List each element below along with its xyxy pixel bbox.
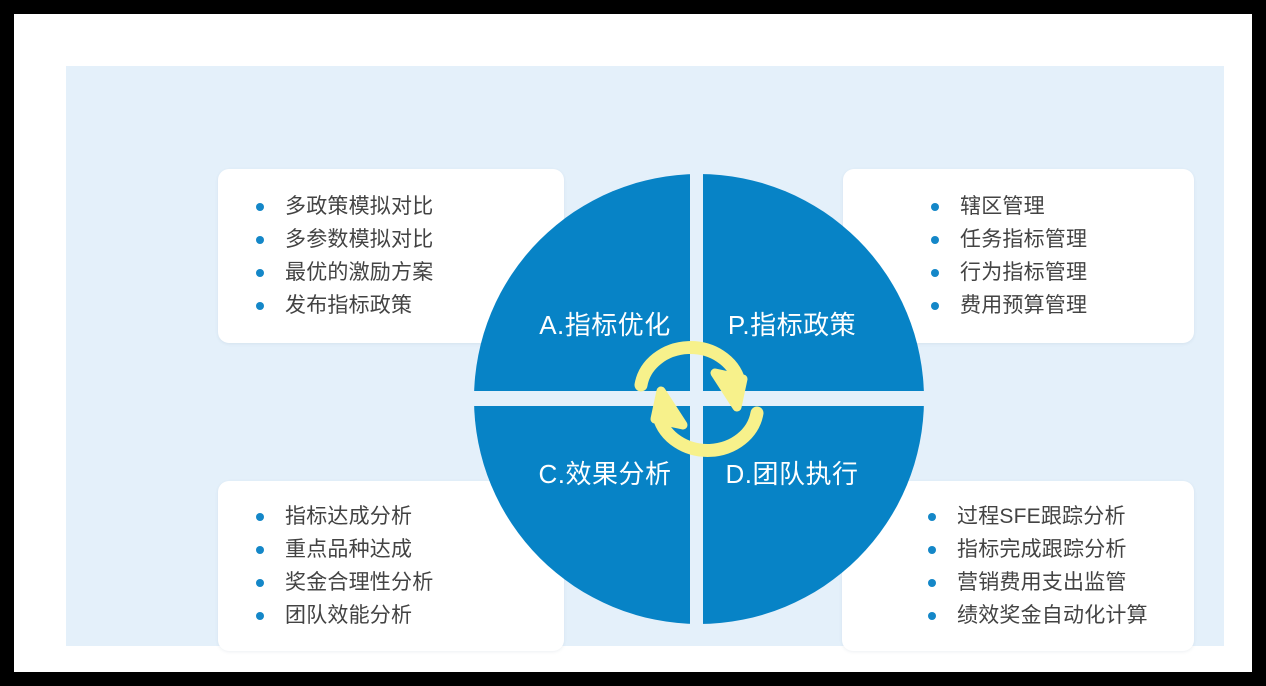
- list-item[interactable]: 辖区管理: [931, 190, 1194, 223]
- list-item[interactable]: 指标达成分析: [256, 500, 564, 533]
- wheel-horizontal-divider: [470, 391, 928, 406]
- list-item[interactable]: 过程SFE跟踪分析: [928, 500, 1194, 533]
- bullet-icon: [931, 235, 939, 244]
- bullet-icon: [256, 202, 264, 211]
- list-item-label: 奖金合理性分析: [285, 571, 434, 594]
- cycle-arrows-icon: [634, 341, 764, 457]
- list-item[interactable]: 费用预算管理: [931, 289, 1194, 322]
- list-item-label: 指标完成跟踪分析: [957, 538, 1127, 561]
- quadrant-label-p[interactable]: P.指标政策: [727, 310, 857, 340]
- list-item[interactable]: 绩效奖金自动化计算: [928, 599, 1194, 632]
- quadrant-label-a[interactable]: A.指标优化: [539, 310, 671, 340]
- bullet-icon: [928, 512, 936, 521]
- bottom-arrow-icon: [650, 386, 764, 457]
- list-item-label: 费用预算管理: [960, 294, 1088, 317]
- bullet-icon: [256, 268, 264, 277]
- list-item[interactable]: 任务指标管理: [931, 223, 1194, 256]
- bullet-icon: [256, 301, 264, 310]
- list-item[interactable]: 多参数模拟对比: [256, 223, 564, 256]
- quadrant-label-d[interactable]: D.团队执行: [725, 459, 859, 489]
- card-c-list: 指标达成分析 重点品种达成 奖金合理性分析 团队效能分析: [218, 500, 564, 632]
- bullet-icon: [256, 512, 264, 521]
- bullet-icon: [931, 202, 939, 211]
- bullet-icon: [928, 611, 936, 620]
- bullet-icon: [928, 545, 936, 554]
- list-item-label: 多政策模拟对比: [285, 195, 434, 218]
- bullet-icon: [256, 545, 264, 554]
- bullet-icon: [256, 578, 264, 587]
- list-item[interactable]: 团队效能分析: [256, 599, 564, 632]
- pdca-wheel: A.指标优化 P.指标政策 C.效果分析 D.团队执行: [470, 170, 928, 628]
- quadrant-label-c[interactable]: C.效果分析: [538, 459, 672, 489]
- bullet-icon: [928, 578, 936, 587]
- list-item-label: 营销费用支出监管: [957, 571, 1127, 594]
- list-item[interactable]: 营销费用支出监管: [928, 566, 1194, 599]
- bullet-icon: [256, 611, 264, 620]
- top-arrow-icon: [634, 341, 748, 412]
- list-item-label: 发布指标政策: [285, 294, 413, 317]
- list-item-label: 辖区管理: [960, 195, 1045, 218]
- list-item[interactable]: 多政策模拟对比: [256, 190, 564, 223]
- list-item[interactable]: 最优的激励方案: [256, 256, 564, 289]
- list-item[interactable]: 重点品种达成: [256, 533, 564, 566]
- list-item-label: 过程SFE跟踪分析: [957, 505, 1126, 528]
- list-item-label: 任务指标管理: [960, 228, 1088, 251]
- list-item[interactable]: 奖金合理性分析: [256, 566, 564, 599]
- list-item-label: 最优的激励方案: [285, 261, 434, 284]
- bullet-icon: [931, 301, 939, 310]
- list-item-label: 重点品种达成: [285, 538, 413, 561]
- list-item-label: 行为指标管理: [960, 261, 1088, 284]
- card-a-indicator-optimization[interactable]: 多政策模拟对比 多参数模拟对比 最优的激励方案 发布指标政策: [218, 169, 564, 343]
- list-item-label: 多参数模拟对比: [285, 228, 434, 251]
- bullet-icon: [256, 235, 264, 244]
- card-d-list: 过程SFE跟踪分析 指标完成跟踪分析 营销费用支出监管 绩效奖金自动化计算: [842, 500, 1194, 632]
- slide-white-frame: 多政策模拟对比 多参数模拟对比 最优的激励方案 发布指标政策: [14, 14, 1252, 672]
- list-item-label: 指标达成分析: [285, 505, 413, 528]
- card-d-team-execution[interactable]: 过程SFE跟踪分析 指标完成跟踪分析 营销费用支出监管 绩效奖金自动化计算: [842, 481, 1194, 651]
- diagram-panel: 多政策模拟对比 多参数模拟对比 最优的激励方案 发布指标政策: [66, 66, 1224, 651]
- card-a-list: 多政策模拟对比 多参数模拟对比 最优的激励方案 发布指标政策: [218, 190, 564, 322]
- bullet-icon: [931, 268, 939, 277]
- card-p-list: 辖区管理 任务指标管理 行为指标管理 费用预算管理: [843, 190, 1194, 322]
- list-item[interactable]: 发布指标政策: [256, 289, 564, 322]
- list-item-label: 绩效奖金自动化计算: [957, 604, 1148, 627]
- list-item-label: 团队效能分析: [285, 604, 413, 627]
- list-item[interactable]: 行为指标管理: [931, 256, 1194, 289]
- list-item[interactable]: 指标完成跟踪分析: [928, 533, 1194, 566]
